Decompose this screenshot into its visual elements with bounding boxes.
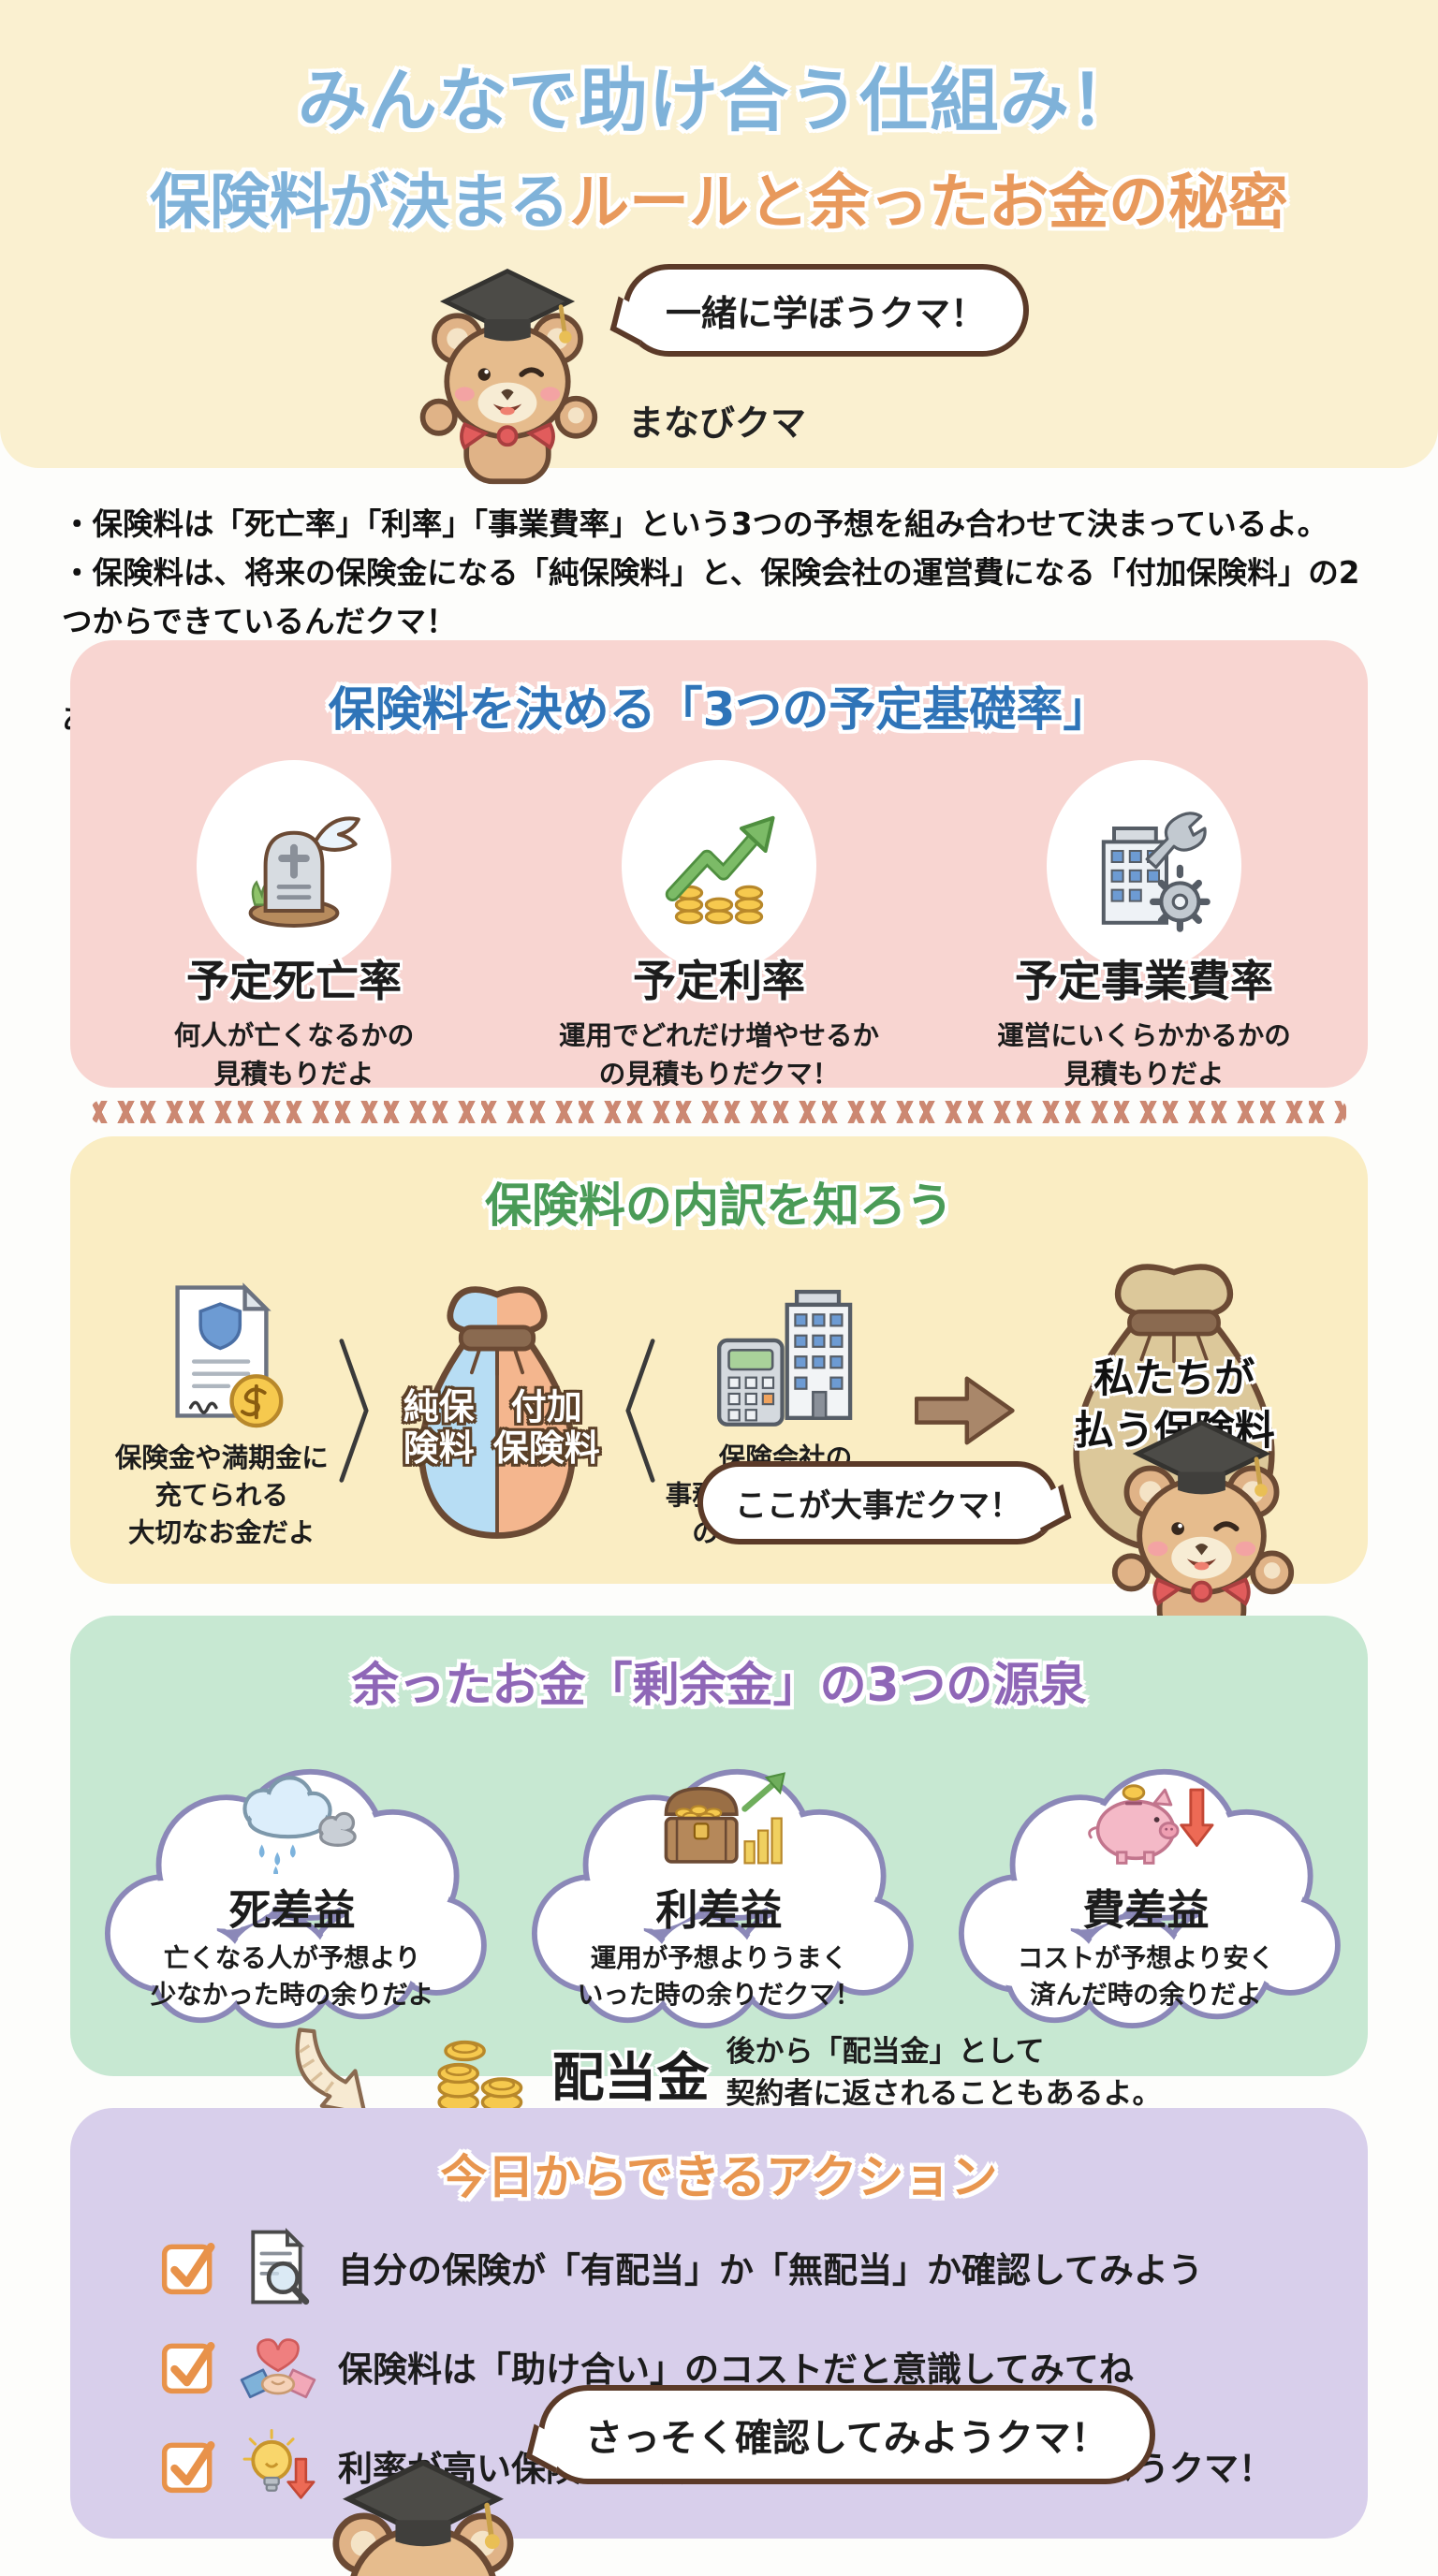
bear-mascot-icon-small xyxy=(1101,1415,1302,1644)
rate-name: 予定死亡率 xyxy=(186,956,402,1006)
cloud-content: 死差益 亡くなる人が予想より 少なかった時の余りだよ xyxy=(87,1728,497,2013)
closing-bubble: さっそく確認してみようクマ！ xyxy=(538,2385,1155,2484)
checkbox-icon xyxy=(160,2238,218,2296)
surplus-name: 費差益 xyxy=(1082,1885,1210,1935)
surplus-clouds: 死差益 亡くなる人が予想より 少なかった時の余りだよ 利差益 運用が予想よりうま… xyxy=(70,1728,1368,2029)
surplus-item-interest-gain: 利差益 運用が予想よりうまく いった時の余りだクマ！ xyxy=(514,1728,924,2029)
header: みんなで助け合う仕組み！ 保険料が決まるルールと余ったお金の秘密 一緒に学ぼうク… xyxy=(0,0,1438,468)
mascot-intro: 一緒に学ぼうクマ！ まなびクマ xyxy=(0,264,1438,487)
page-title-line1: みんなで助け合う仕組み！ xyxy=(298,61,1140,141)
section-surplus-sources: 余ったお金「剰余金」の3つの源泉 死差益 亡くなる人が予想より 少なかった時の余… xyxy=(70,1616,1368,2076)
rate-desc: 何人が亡くなるかの 見積もりだよ xyxy=(173,1020,415,1090)
section-title-actions: 今日からできるアクション xyxy=(440,2150,998,2204)
building-wrench-icon xyxy=(1069,791,1219,941)
surplus-item-mortality-gain: 死差益 亡くなる人が予想より 少なかった時の余りだよ xyxy=(87,1728,497,2029)
split-money-bag: 純保 険料 付加 保険料 xyxy=(379,1267,615,1548)
page-title-line2-orange: ルールと余ったお金の秘密 xyxy=(569,168,1288,238)
surplus-desc: コストが予想より安く 済んだ時の余りだよ xyxy=(1017,1943,1275,2011)
page-title-line2: 保険料が決まるルールと余ったお金の秘密 xyxy=(0,154,1438,241)
checkbox-icon xyxy=(160,2437,218,2495)
surplus-name: 死差益 xyxy=(228,1885,356,1935)
connector-right-icon xyxy=(624,1336,656,1486)
raincloud-icon xyxy=(222,1765,362,1874)
icon-circle xyxy=(622,760,816,972)
rate-name: 予定事業費率 xyxy=(1015,956,1273,1006)
section-title-rates: 保険料を決める「3つの予定基礎率」 xyxy=(328,682,1110,737)
zigzag-divider xyxy=(92,1101,1346,1123)
section-premium-breakdown: 保険料の内訳を知ろう 保険金や満期金に 充てられる 大切なお金だよ 純保 険料 … xyxy=(70,1136,1368,1584)
mascot-speech: 一緒に学ぼうクマ！ まなびクマ xyxy=(622,264,1029,446)
important-bubble: ここが大事だクマ！ xyxy=(697,1461,1059,1544)
action-text: 保険料は「助け合い」のコストだと意識してみてね xyxy=(338,2349,1134,2390)
intro-bullet-2: ・保険料は、将来の保険金になる「純保険料」と、保険会社の運営費になる「付加保険料… xyxy=(62,555,1360,639)
action-text: 自分の保険が「有配当」か「無配当」か確認してみよう xyxy=(338,2250,1203,2291)
rate-item-mortality: 予定死亡率 何人が亡くなるかの 見積もりだよ xyxy=(93,760,495,1094)
action-item-2: 保険料は「助け合い」のコストだと意識してみてね xyxy=(160,2327,1368,2406)
surplus-name: 利差益 xyxy=(655,1885,783,1935)
speech-bubble: 一緒に学ぼうクマ！ xyxy=(622,264,1029,357)
cloud-content: 費差益 コストが予想より安く 済んだ時の余りだよ xyxy=(941,1728,1351,2013)
growth-coins-icon xyxy=(644,791,794,941)
rate-name: 予定利率 xyxy=(633,956,805,1006)
icon-circle xyxy=(197,760,391,972)
policy-money-block: 保険金や満期金に 充てられる 大切なお金だよ xyxy=(115,1269,329,1552)
surplus-item-expense-gain: 費差益 コストが予想より安く 済んだ時の余りだよ xyxy=(941,1728,1351,2029)
checkbox-icon xyxy=(160,2337,218,2395)
policy-document-icon xyxy=(148,1269,296,1434)
rate-item-expense: 予定事業費率 運営にいくらかかるかの 見積もりだよ xyxy=(943,760,1345,1094)
doc-magnifier-icon xyxy=(239,2228,317,2306)
cloud-content: 利差益 運用が予想よりうまく いった時の余りだクマ！ xyxy=(514,1728,924,2013)
page-title-line2-blue: 保険料が決まる xyxy=(150,168,569,238)
calculator-building-icon xyxy=(697,1269,874,1434)
icon-circle xyxy=(1047,760,1241,972)
dividend-caption: 後から「配当金」として 契約者に返されることもあるよ。 xyxy=(726,2035,1162,2111)
dividend-label: 配当金 xyxy=(551,2047,710,2109)
action-item-1: 自分の保険が「有配当」か「無配当」か確認してみよう xyxy=(160,2228,1368,2306)
rate-desc: 運用でどれだけ増やせるか の見積もりだクマ！ xyxy=(558,1020,879,1090)
intro-summary: ・保険料は「死亡率」「利率」「事業費率」という3つの予想を組み合わせて決まってい… xyxy=(0,468,1438,737)
handshake-heart-icon xyxy=(239,2327,317,2406)
surplus-desc: 亡くなる人が予想より 少なかった時の余りだよ xyxy=(150,1943,434,2011)
loading-premium-label: 付加 保険料 xyxy=(492,1386,600,1469)
rate-item-interest: 予定利率 運用でどれだけ増やせるか の見積もりだクマ！ xyxy=(518,760,920,1094)
section-assumed-rates: 保険料を決める「3つの予定基礎率」 予定死亡率 何人が亡くなるかの 見積もりだよ… xyxy=(70,640,1368,1090)
pure-premium-label: 純保 険料 xyxy=(403,1386,475,1469)
policy-caption: 保険金や満期金に 充てられる 大切なお金だよ xyxy=(114,1442,329,1548)
piggybank-down-icon xyxy=(1076,1765,1216,1874)
right-arrow-icon xyxy=(915,1368,1016,1453)
surplus-desc: 運用が予想よりうまく いった時の余りだクマ！ xyxy=(577,1943,861,2011)
rate-desc: 運営にいくらかかるかの 見積もりだよ xyxy=(997,1020,1291,1090)
grave-wing-icon xyxy=(219,791,369,941)
bear-mascot-icon-bottom xyxy=(306,2454,540,2576)
bear-mascot-icon xyxy=(409,264,606,487)
intro-bullet-1: ・保険料は「死亡率」「利率」「事業費率」という3つの予想を組み合わせて決まってい… xyxy=(62,506,1328,542)
rate-columns: 予定死亡率 何人が亡くなるかの 見積もりだよ 予定利率 運用でどれだけ増やせるか… xyxy=(70,760,1368,1094)
dividend-row: 配当金 後から「配当金」として 契約者に返されることもあるよ。 xyxy=(70,2016,1368,2130)
section-title-surplus: 余ったお金「剰余金」の3つの源泉 xyxy=(351,1658,1087,1712)
section-title-breakdown: 保険料の内訳を知ろう xyxy=(485,1178,953,1233)
mascot-name-label: まなびクマ xyxy=(627,402,806,444)
section-actions: 今日からできるアクション 自分の保険が「有配当」か「無配当」か確認してみよう 保… xyxy=(70,2108,1368,2539)
treasure-chart-icon xyxy=(649,1765,789,1874)
connector-left-icon xyxy=(338,1336,370,1486)
